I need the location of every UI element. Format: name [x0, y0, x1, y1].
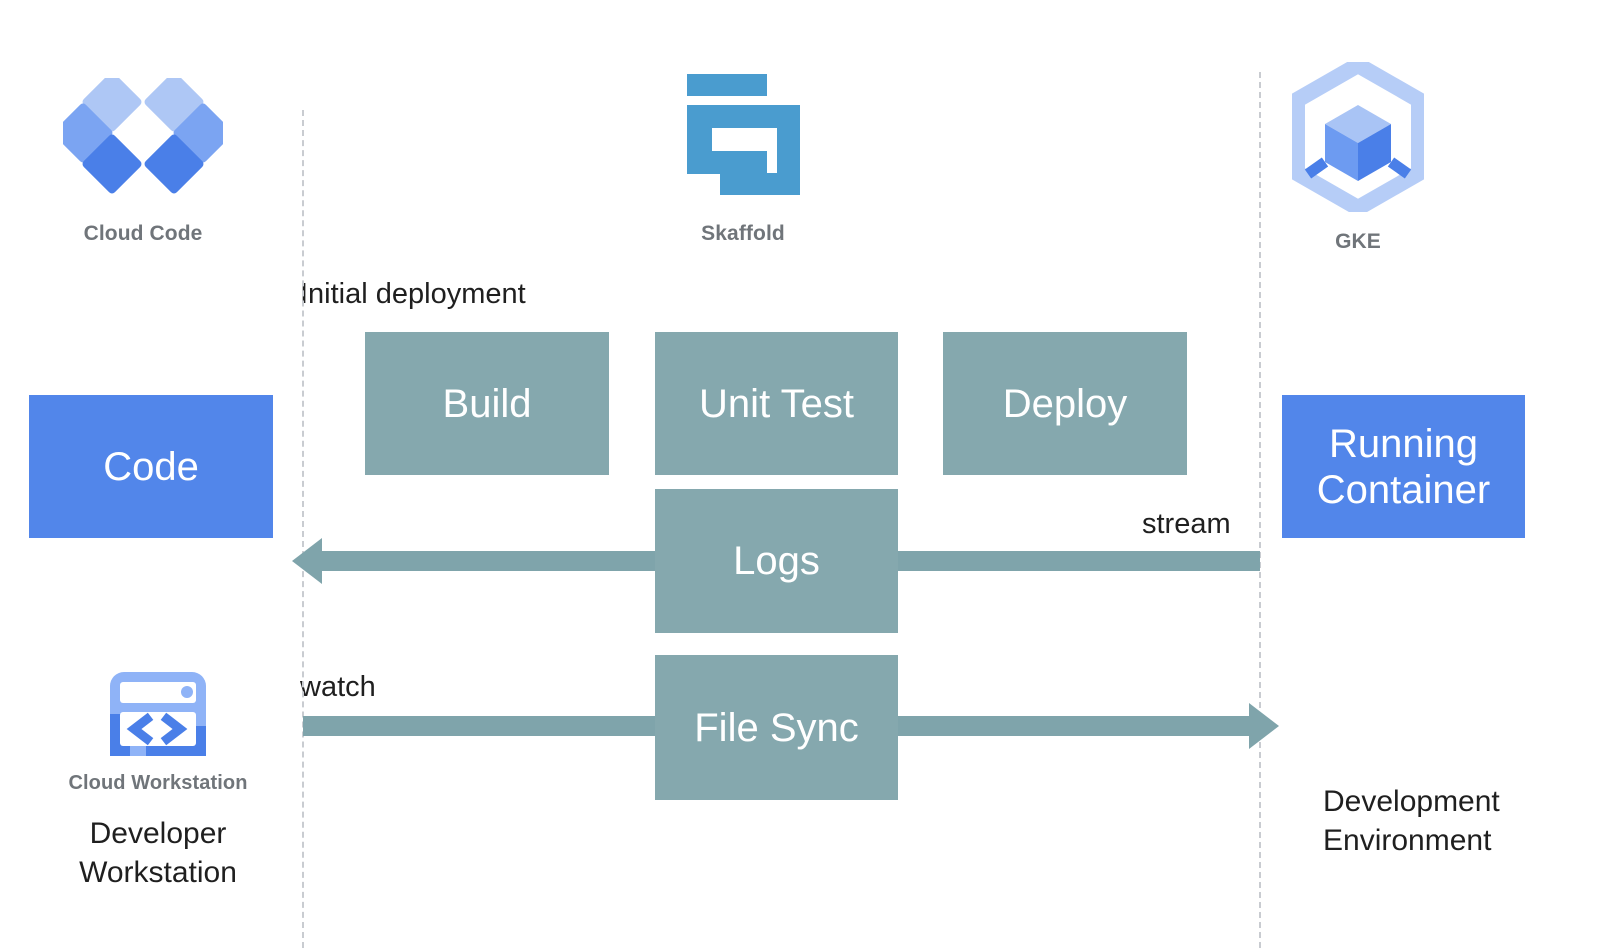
initial-deployment-label: Initial deployment	[300, 278, 526, 310]
developer-workstation-label-line1: Developer	[89, 817, 227, 850]
gke-caption: GKE	[1335, 230, 1381, 253]
cloud-workstation-caption: Cloud Workstation	[68, 772, 248, 794]
file-sync-box[interactable]: File Sync	[655, 655, 898, 800]
logs-box-label: Logs	[733, 539, 820, 583]
build-box[interactable]: Build	[365, 332, 609, 475]
unit-test-box-label: Unit Test	[699, 381, 854, 426]
boundary-line-left	[302, 110, 304, 948]
gke-icon	[1289, 55, 1427, 218]
development-environment-label-line2: Environment	[1323, 824, 1492, 857]
cloud-code-caption: Cloud Code	[83, 222, 203, 245]
skaffold-icon	[686, 72, 801, 197]
code-box[interactable]: Code	[29, 395, 273, 538]
build-box-label: Build	[442, 381, 532, 426]
boundary-line-right	[1259, 72, 1261, 948]
developer-workstation-label-line2: Workstation	[79, 856, 237, 889]
skaffold-caption: Skaffold	[701, 222, 785, 245]
code-box-label: Code	[103, 444, 199, 489]
running-container-label-line1: Running	[1328, 421, 1478, 466]
running-container-box[interactable]: Running Container	[1282, 395, 1525, 538]
cloud-workstation-icon	[106, 668, 210, 760]
file-sync-box-label: File Sync	[694, 705, 859, 750]
watch-label: watch	[300, 671, 376, 703]
development-environment-label-line1: Development	[1323, 785, 1500, 818]
stream-label: stream	[1142, 508, 1231, 540]
logs-arrow-head	[292, 538, 322, 584]
unit-test-box[interactable]: Unit Test	[655, 332, 898, 475]
logs-box[interactable]: Logs	[655, 489, 898, 633]
deploy-box[interactable]: Deploy	[943, 332, 1187, 475]
file-sync-arrow-head	[1249, 703, 1279, 749]
running-container-label-line2: Container	[1316, 467, 1491, 512]
deploy-box-label: Deploy	[1002, 381, 1128, 426]
cloud-code-icon	[53, 72, 233, 208]
